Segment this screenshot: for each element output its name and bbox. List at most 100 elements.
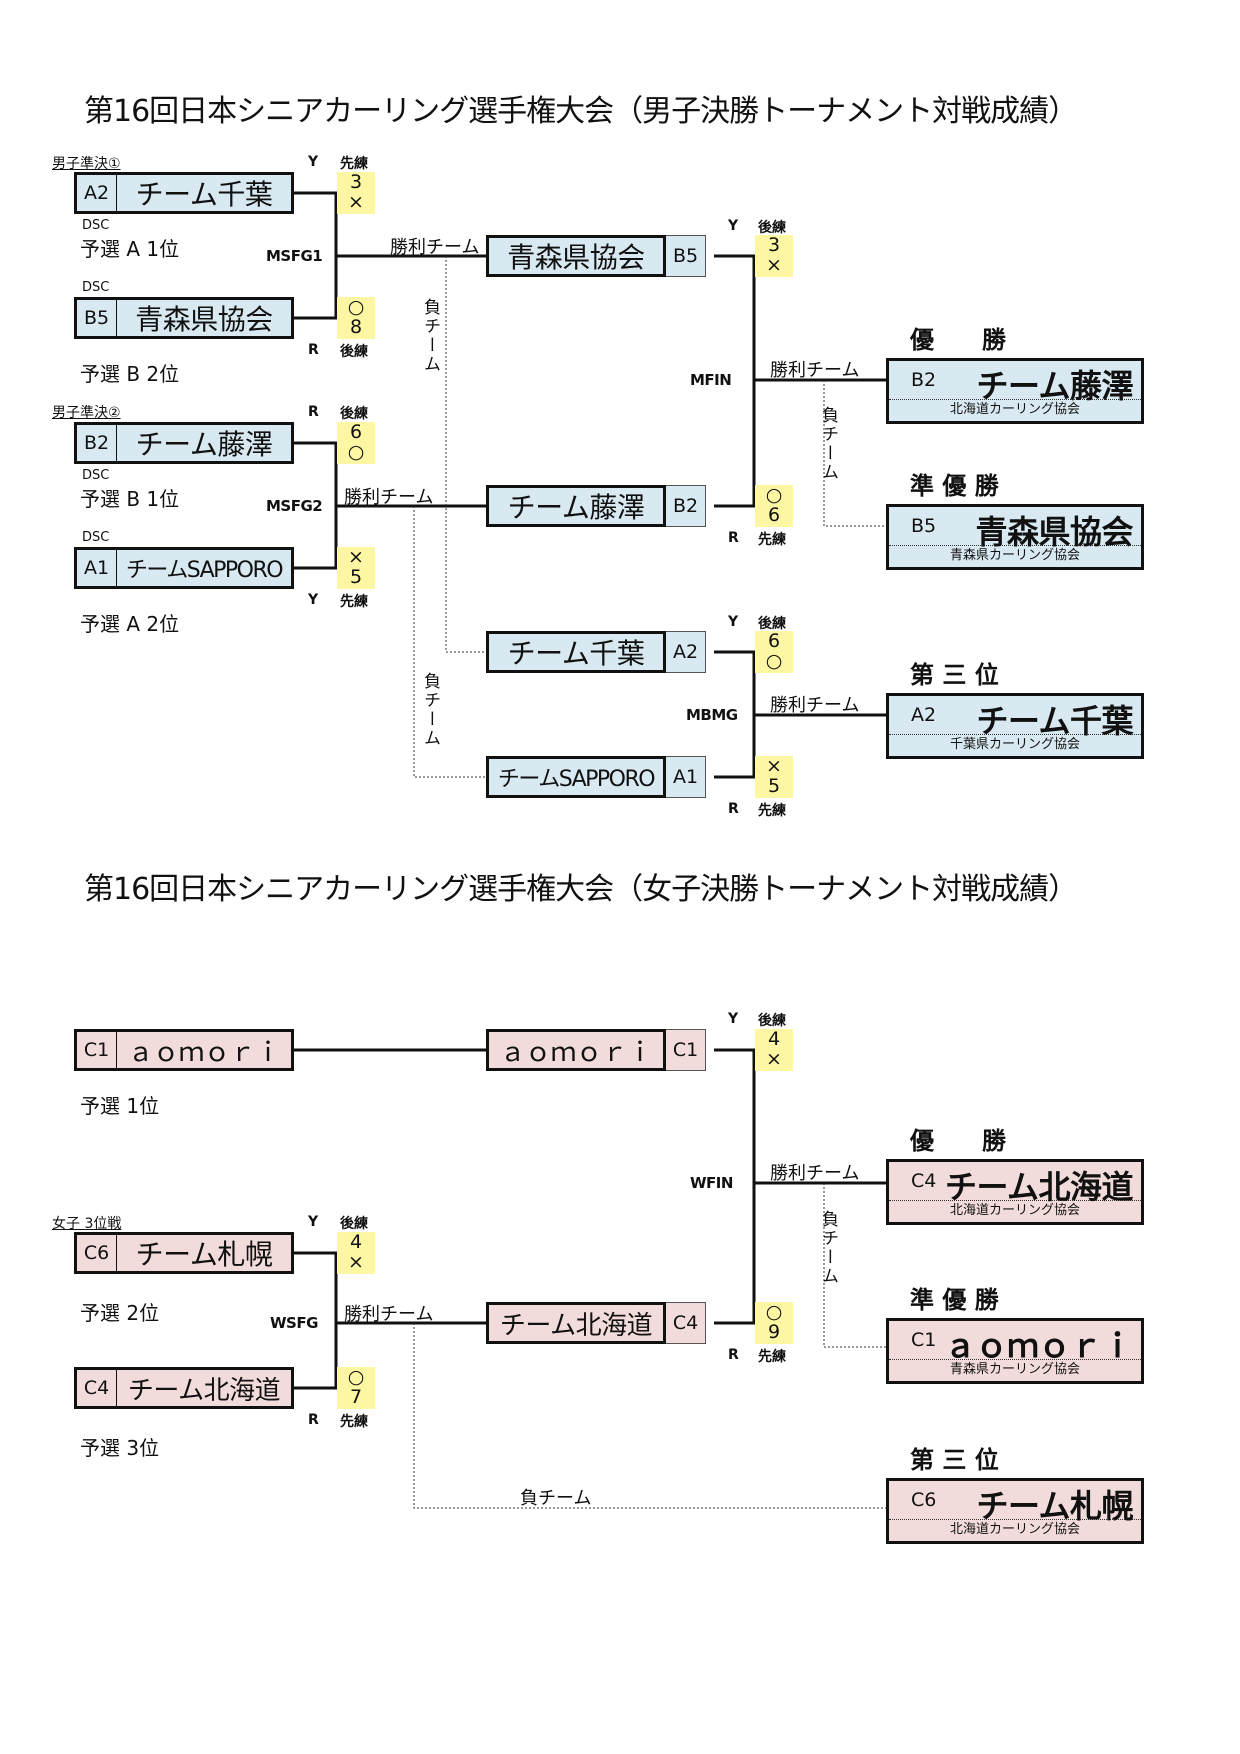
score: 4 bbox=[767, 1028, 781, 1050]
match-code: MSFG2 bbox=[266, 497, 323, 515]
association: 青森県カーリング協会 bbox=[949, 1362, 1080, 1377]
stone-color: Y bbox=[728, 614, 739, 630]
stone-color: R bbox=[728, 1347, 739, 1363]
result-mark: × bbox=[348, 546, 364, 568]
score: 6 bbox=[767, 504, 781, 526]
score: 3 bbox=[349, 171, 363, 193]
result-mark: ○ bbox=[347, 441, 365, 463]
team-name: チームSAPPORO bbox=[486, 756, 666, 798]
seed: C6 bbox=[77, 1235, 117, 1271]
women-runner-up-box: C1 ａｏｍｏｒｉ 青森県カーリング協会 bbox=[886, 1318, 1144, 1384]
throw-order: 先練 bbox=[340, 156, 368, 172]
stone-color: Y bbox=[728, 1011, 739, 1027]
seed: C1 bbox=[77, 1032, 117, 1068]
women-title: 第16回日本シニアカーリング選手権大会（女子決勝トーナメント対戦成績） bbox=[84, 872, 1078, 907]
loser-label: 負チーム bbox=[420, 298, 440, 374]
score: 7 bbox=[349, 1386, 363, 1408]
team-name: チーム北海道 bbox=[486, 1302, 666, 1344]
men-sf1-top-team: A2 チーム千葉 bbox=[74, 172, 294, 214]
prelim-rank: 予選 A 2位 bbox=[80, 612, 180, 636]
prelim-rank: 予選 1位 bbox=[80, 1094, 160, 1118]
stone-color: Y bbox=[728, 218, 739, 234]
seed: B5 bbox=[911, 515, 937, 537]
men-runner-up-box: B5 青森県協会 青森県カーリング協会 bbox=[886, 504, 1144, 570]
seed: B5 bbox=[666, 235, 706, 277]
winner-label: 勝利チーム bbox=[344, 487, 434, 508]
throw-order: 後練 bbox=[758, 616, 786, 632]
men-sf1-bottom-score: ○ 8 bbox=[337, 297, 375, 339]
women-sf-bottom-score: ○ 7 bbox=[337, 1367, 375, 1409]
winner-label: 勝利チーム bbox=[770, 695, 860, 716]
result-mark: ○ bbox=[347, 1366, 365, 1388]
throw-order: 先練 bbox=[340, 1414, 368, 1430]
result-mark: ○ bbox=[765, 650, 783, 672]
score: 5 bbox=[349, 566, 363, 588]
women-champion-box: C4 チーム北海道 北海道カーリング協会 bbox=[886, 1159, 1144, 1225]
seed: C4 bbox=[911, 1170, 937, 1192]
men-bronze-top-score: 6 ○ bbox=[755, 631, 793, 673]
loser-label: 負チーム bbox=[818, 1210, 838, 1286]
stone-color: R bbox=[308, 342, 319, 358]
team-name: チーム藤澤 bbox=[135, 428, 273, 461]
seed: A1 bbox=[77, 550, 117, 586]
men-sf1-top-score: 3 × bbox=[337, 172, 375, 214]
women-final-bottom-score: ○ 9 bbox=[755, 1302, 793, 1344]
winner-label: 勝利チーム bbox=[390, 237, 480, 258]
match-code: WFIN bbox=[690, 1174, 733, 1192]
women-final-bottom-team: チーム北海道 C4 bbox=[486, 1302, 706, 1344]
stone-color: Y bbox=[308, 154, 319, 170]
men-title: 第16回日本シニアカーリング選手権大会（男子決勝トーナメント対戦成績） bbox=[84, 94, 1078, 129]
team-name: チーム北海道 bbox=[127, 1375, 281, 1406]
seed: C4 bbox=[77, 1370, 117, 1406]
team-name: チーム千葉 bbox=[976, 702, 1133, 740]
team-name: ａｏｍｏｒｉ bbox=[127, 1037, 281, 1068]
stone-color: R bbox=[728, 530, 739, 546]
rank-third: 第 三 位 bbox=[910, 661, 999, 689]
seed: A2 bbox=[911, 704, 937, 726]
score: 4 bbox=[349, 1231, 363, 1253]
team-name: ａｏｍｏｒｉ bbox=[943, 1327, 1134, 1365]
men-final-bottom-team: チーム藤澤 B2 bbox=[486, 485, 706, 527]
loser-label: 負チーム bbox=[520, 1488, 592, 1509]
score: 5 bbox=[767, 775, 781, 797]
loser-label: 負チーム bbox=[818, 406, 838, 482]
women-third-box: C6 チーム札幌 北海道カーリング協会 bbox=[886, 1478, 1144, 1544]
women-sf-top-team: C6 チーム札幌 bbox=[74, 1232, 294, 1274]
seed: B2 bbox=[666, 485, 706, 527]
score: 8 bbox=[349, 316, 363, 338]
men-sf1-bottom-team: B5 青森県協会 bbox=[74, 297, 294, 339]
result-mark: ○ bbox=[765, 1301, 783, 1323]
team-name: 青森県協会 bbox=[975, 513, 1133, 551]
result-mark: ○ bbox=[765, 484, 783, 506]
match-code: MBMG bbox=[686, 706, 738, 724]
rank-third: 第 三 位 bbox=[910, 1446, 999, 1474]
prelim-rank: 予選 B 1位 bbox=[80, 487, 180, 511]
seed: C6 bbox=[911, 1489, 937, 1511]
women-sf-top-score: 4 × bbox=[337, 1232, 375, 1274]
team-name: チーム藤澤 bbox=[976, 367, 1133, 405]
men-final-bottom-score: ○ 6 bbox=[755, 485, 793, 527]
men-third-box: A2 チーム千葉 千葉県カーリング協会 bbox=[886, 693, 1144, 759]
team-name: チームSAPPORO bbox=[125, 558, 284, 583]
team-name: チーム札幌 bbox=[976, 1487, 1133, 1525]
men-sf1-label: 男子準決① bbox=[52, 156, 121, 172]
dsc-label: DSC bbox=[82, 218, 110, 233]
men-sf2-top-score: 6 ○ bbox=[337, 422, 375, 464]
line-wfin bbox=[714, 1048, 756, 1325]
rank-runner-up: 準 優 勝 bbox=[910, 1286, 999, 1314]
result-mark: × bbox=[766, 254, 782, 276]
team-name: 青森県協会 bbox=[486, 235, 666, 277]
rank-champion: 優 勝 bbox=[910, 326, 1006, 354]
score: 3 bbox=[767, 234, 781, 256]
throw-order: 先練 bbox=[340, 594, 368, 610]
score: 9 bbox=[767, 1321, 781, 1343]
throw-order: 後練 bbox=[340, 1216, 368, 1232]
team-name: ａｏｍｏｒｉ bbox=[486, 1029, 666, 1071]
women-final-top-score: 4 × bbox=[755, 1029, 793, 1071]
seed: A2 bbox=[77, 175, 117, 211]
throw-order: 先練 bbox=[758, 1349, 786, 1365]
throw-order: 後練 bbox=[758, 220, 786, 236]
dsc-label: DSC bbox=[82, 280, 110, 295]
result-mark: × bbox=[766, 1048, 782, 1070]
